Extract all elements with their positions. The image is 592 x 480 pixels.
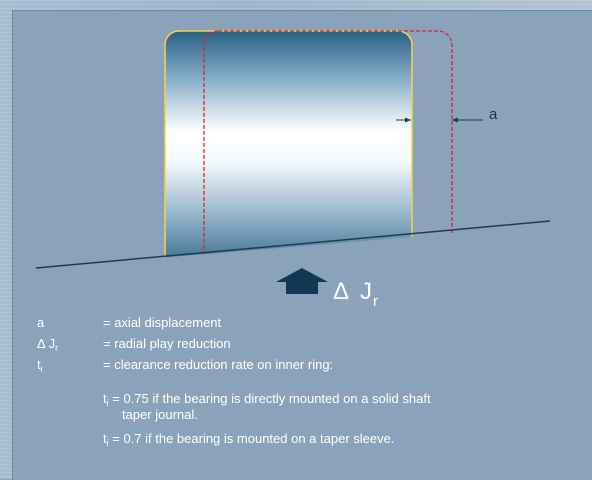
note-taper-sleeve: ti = 0.7 if the bearing is mounted on a … [103,431,394,451]
up-arrow-icon [276,268,328,294]
displaced-outline [203,30,453,268]
radial-play-indicator: Δ J r [276,268,378,310]
legend-description: = axial displacement [103,315,222,330]
legend-symbol: Δ J [37,336,56,351]
axial-displacement-dimension: a [396,106,498,123]
note-subscript: i [106,398,109,408]
legend-subscript: i [40,364,43,374]
dimension-label-a: a [489,106,498,123]
note-prefix: t [103,391,107,406]
legend-desc-ti: = clearance reduction rate on inner ring… [103,357,333,373]
note-solid-shaft-continuation: taper journal. [122,407,198,423]
note-solid-shaft: ti = 0.75 if the bearing is directly mou… [103,391,431,411]
shaft-taper-line [35,220,551,269]
legend-symbol-a: a [37,315,44,331]
legend-description: = clearance reduction rate on inner ring… [103,357,334,372]
legend-symbol: a [37,315,45,330]
j-letter: J [360,278,372,305]
legend-desc-a: = axial displacement [103,315,221,331]
note-subscript: i [106,438,109,448]
j-subscript: r [373,293,378,310]
legend-desc-delta-jr: = radial play reduction [103,336,231,352]
dimension-arrow-right [452,117,458,123]
note-line-1: = 0.75 if the bearing is directly mounte… [108,391,431,406]
legend-subscript: r [55,343,59,353]
displaced-roller [203,30,453,268]
delta-symbol: Δ [333,278,349,305]
dimension-arrow-left [405,117,411,123]
legend-symbol-ti: ti [37,357,43,377]
roller-outline [164,30,413,268]
legend-symbol-delta-jr: Δ Jr [37,336,58,356]
note-prefix: t [103,431,107,446]
legend-description: = radial play reduction [103,336,231,351]
roller-body [164,30,413,268]
note-line-2: taper journal. [122,407,198,422]
legend-symbol: t [37,357,41,372]
note-line-1: = 0.7 if the bearing is mounted on a tap… [108,431,395,446]
